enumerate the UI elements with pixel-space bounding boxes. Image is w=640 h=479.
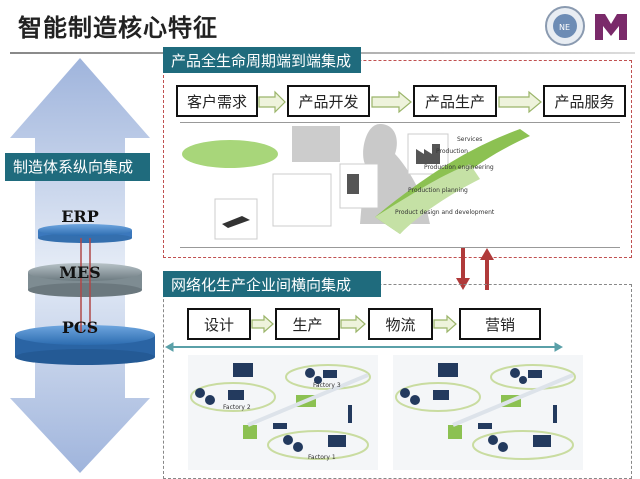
step-production: 生产	[275, 308, 340, 340]
illustration-top-rule	[180, 122, 620, 123]
factory-network-right	[393, 355, 583, 470]
stage-production-engineering: Production engineering	[424, 164, 494, 171]
mes-label: MES	[59, 263, 101, 282]
step-marketing: 营销	[459, 308, 541, 340]
lifecycle-flow-arrows	[258, 90, 542, 114]
factory-1-label: Factory 1	[308, 454, 336, 461]
factory-3-label: Factory 3	[313, 382, 341, 389]
step-product-service: 产品服务	[543, 85, 626, 117]
right-arrow-icon	[498, 90, 542, 114]
right-arrow-icon	[340, 314, 366, 334]
pcs-disk	[15, 325, 155, 365]
stage-product-design: Product design and development	[395, 209, 495, 216]
erp-label: ERP	[61, 207, 99, 226]
step-design: 设计	[187, 308, 251, 340]
factory-network-illustrations: Factory 2 Factory 3 Factory 1	[188, 355, 583, 470]
factory-2-label: Factory 2	[223, 404, 251, 411]
vertical-integration-label: 制造体系纵向集成	[5, 153, 150, 181]
illustration-bottom-rule	[180, 247, 620, 248]
step-product-development: 产品开发	[287, 85, 370, 117]
lifecycle-illustration: Services Production Production engineeri…	[182, 124, 530, 240]
up-arrow-icon	[480, 248, 494, 260]
stage-services: Services	[457, 136, 482, 143]
right-arrow-icon	[258, 90, 286, 114]
university-logo: NE	[545, 6, 627, 46]
pcs-label: PCS	[61, 318, 99, 337]
layer-stack	[15, 224, 155, 365]
layer-exchange-arrows	[80, 238, 91, 332]
step-logistics: 物流	[368, 308, 433, 340]
network-flow-arrows	[164, 314, 564, 352]
lifecycle-panel	[163, 60, 632, 258]
factory-network-left: Factory 2 Factory 3 Factory 1	[188, 355, 378, 470]
horizontal-double-arrow	[164, 342, 564, 352]
step-product-production: 产品生产	[413, 85, 497, 117]
stage-production: Production	[436, 148, 468, 155]
mes-disk	[28, 263, 142, 297]
step-customer-demand: 客户需求	[176, 85, 258, 117]
lifecycle-header: 产品全生命周期端到端集成	[163, 47, 361, 73]
page-title: 智能制造核心特征	[18, 14, 218, 42]
erp-disk	[38, 224, 132, 243]
svg-text:NE: NE	[559, 23, 570, 32]
right-arrow-icon	[371, 90, 412, 114]
right-arrow-icon	[251, 314, 274, 334]
right-arrow-icon	[433, 314, 457, 334]
stage-production-planning: Production planning	[408, 187, 468, 194]
network-header: 网络化生产企业间横向集成	[163, 271, 381, 297]
